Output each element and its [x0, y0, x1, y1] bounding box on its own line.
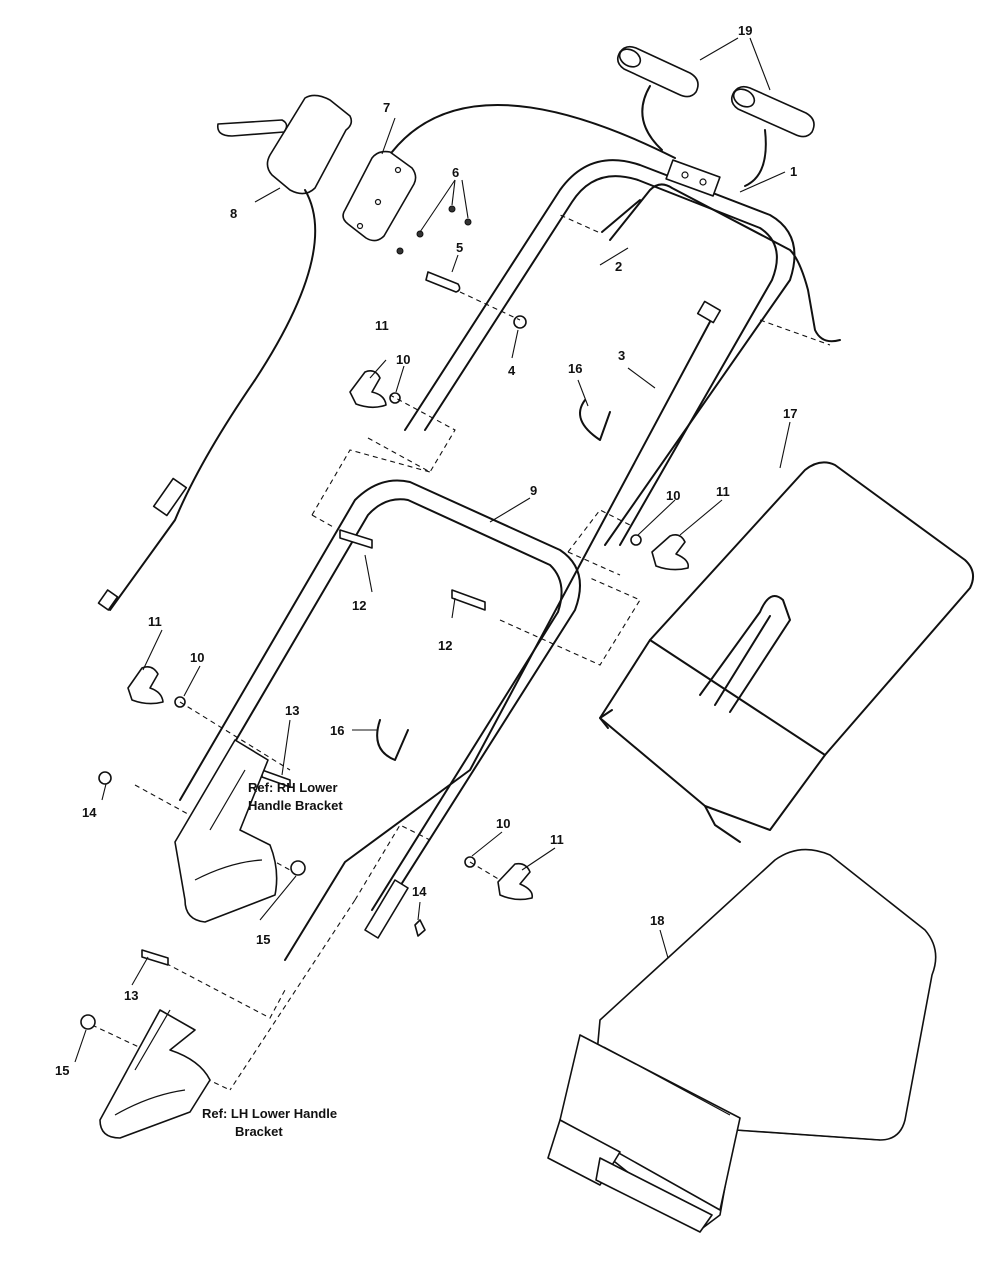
callout-11b: 11	[716, 484, 730, 499]
washer-part-10a	[389, 392, 401, 404]
bolt-part-14b	[414, 919, 426, 937]
callout-10d: 10	[496, 816, 510, 831]
callout-1: 1	[790, 164, 797, 179]
engine-control-part-8	[97, 94, 353, 611]
leader-lines	[74, 37, 791, 1063]
bail-part-2	[601, 183, 841, 343]
callout-5: 5	[456, 240, 463, 255]
nut-part-4	[513, 315, 527, 329]
callout-10b: 10	[666, 488, 680, 503]
lh-bracket-label-line2: Bracket	[235, 1124, 283, 1139]
cable-part-3	[284, 300, 722, 961]
callout-14a: 14	[82, 805, 97, 820]
cable-tie-part-16b	[376, 719, 409, 761]
callout-13b: 13	[124, 988, 138, 1003]
rh-lower-handle-bracket	[174, 739, 278, 923]
bag-frame-part-17	[599, 461, 975, 843]
knob-part-11c	[127, 666, 164, 705]
callout-15a: 15	[256, 932, 270, 947]
callout-11c: 11	[148, 614, 162, 629]
bolt-part-13b	[141, 949, 169, 966]
reference-labels: Ref: RH Lower Handle Bracket Ref: LH Low…	[202, 780, 343, 1139]
nut-part-15a	[290, 860, 306, 876]
callout-7: 7	[383, 100, 390, 115]
washer-part-10b	[630, 534, 642, 546]
knob-part-11b	[651, 534, 690, 571]
callout-4: 4	[508, 363, 516, 378]
callout-12b: 12	[438, 638, 452, 653]
callout-10c: 10	[190, 650, 204, 665]
callout-2: 2	[615, 259, 622, 274]
arrow-grip-left	[641, 85, 663, 151]
callout-13a: 13	[285, 703, 299, 718]
bolt-part-14a	[98, 771, 112, 785]
callout-11a: 11	[375, 318, 389, 333]
callout-12a: 12	[352, 598, 366, 613]
lower-handle-part-9	[179, 479, 581, 911]
callout-6: 6	[452, 165, 459, 180]
screws-part-6	[396, 205, 472, 255]
handle-end-lh	[364, 879, 409, 939]
callout-8: 8	[230, 206, 237, 221]
callout-16b: 16	[330, 723, 344, 738]
bolt-part-5	[425, 271, 461, 293]
callout-9: 9	[530, 483, 537, 498]
knob-part-11a	[349, 370, 387, 409]
callout-15b: 15	[55, 1063, 69, 1078]
callout-11d: 11	[550, 832, 564, 847]
cable-tie-part-16a	[579, 399, 611, 441]
rh-bracket-label-line1: Ref: RH Lower	[248, 780, 338, 795]
callout-17: 17	[783, 406, 797, 421]
plate-part-7	[342, 150, 417, 242]
upper-handle-part-1	[404, 159, 796, 546]
callout-labels: 1 2 3 4 5 6 7 8 9 10 10 10 10 11 11 11 1…	[55, 23, 797, 1078]
callout-18: 18	[650, 913, 664, 928]
arrow-plate-to-handle	[391, 103, 676, 159]
callout-10a: 10	[396, 352, 410, 367]
nut-part-15b	[80, 1014, 96, 1030]
callout-19: 19	[738, 23, 752, 38]
lh-bracket-label-line1: Ref: LH Lower Handle	[202, 1106, 337, 1121]
callout-3: 3	[618, 348, 625, 363]
lh-lower-handle-bracket	[99, 1009, 211, 1139]
arrow-grip-right	[744, 129, 767, 187]
rh-bracket-label-line2: Handle Bracket	[248, 798, 343, 813]
grip-part-19	[616, 45, 815, 138]
callout-14b: 14	[412, 884, 427, 899]
knob-part-11d	[497, 862, 534, 901]
bolts-part-12	[339, 529, 486, 611]
callout-16a: 16	[568, 361, 582, 376]
grass-bag-part-18	[547, 848, 937, 1233]
